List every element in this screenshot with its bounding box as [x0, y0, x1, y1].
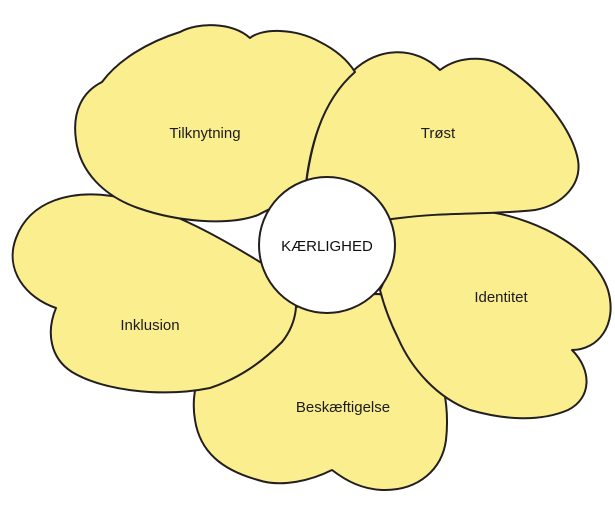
center-label: KÆRLIGHED — [281, 238, 373, 255]
petal-tilknytning — [74, 24, 356, 223]
petal-inklusion — [11, 193, 298, 394]
petal-identitet — [371, 207, 612, 420]
petal-label-trost: Trøst — [421, 125, 456, 142]
petal-label-tilknytning: Tilknytning — [169, 125, 240, 142]
petal-label-inklusion: Inklusion — [120, 317, 179, 334]
center-circle — [258, 176, 396, 314]
petal-label-beskaeftigelse: Beskæftigelse — [296, 399, 390, 416]
petal-label-identitet: Identitet — [474, 289, 528, 306]
